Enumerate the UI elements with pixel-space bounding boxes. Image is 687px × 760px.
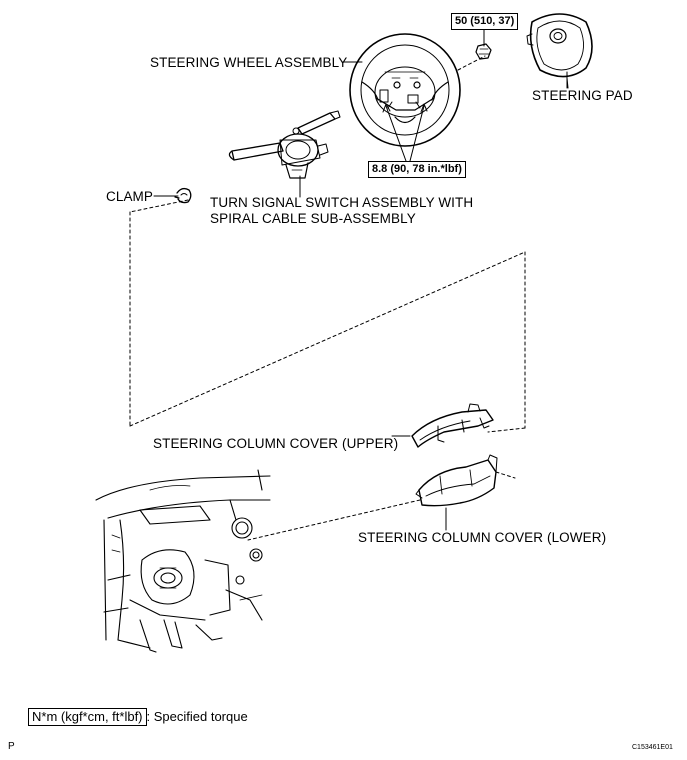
turn-signal-switch-illustration bbox=[228, 110, 341, 179]
legend-unit-box: N*m (kgf*cm, ft*lbf) bbox=[28, 708, 147, 726]
torque-spec-wheel-nut: 50 (510, 37) bbox=[451, 13, 519, 30]
label-column-cover-upper: STEERING COLUMN COVER (UPPER) bbox=[153, 436, 399, 451]
label-column-cover-lower: STEERING COLUMN COVER (LOWER) bbox=[358, 530, 607, 545]
label-clamp: CLAMP bbox=[106, 189, 154, 204]
installation-guide-lines bbox=[129, 55, 526, 541]
page-mark: P bbox=[8, 741, 15, 752]
dashboard-illustration bbox=[95, 469, 271, 653]
steering-wheel-illustration bbox=[349, 33, 461, 147]
torque-spec-screws: 8.8 (90, 78 in.*lbf) bbox=[368, 161, 466, 178]
wheel-nut-illustration bbox=[475, 43, 492, 60]
column-cover-lower-illustration bbox=[415, 454, 498, 507]
label-steering-pad: STEERING PAD bbox=[532, 88, 633, 103]
steering-pad-illustration bbox=[526, 13, 593, 89]
clamp-illustration bbox=[174, 187, 192, 204]
label-turn-signal-switch-line1: TURN SIGNAL SWITCH ASSEMBLY WITH bbox=[210, 195, 474, 210]
column-cover-upper-illustration bbox=[411, 403, 494, 448]
label-steering-wheel-assembly: STEERING WHEEL ASSEMBLY bbox=[150, 55, 348, 70]
leader-lines bbox=[153, 29, 568, 531]
figure-code: C153461E01 bbox=[632, 744, 673, 751]
legend-description: : Specified torque bbox=[146, 709, 248, 724]
label-turn-signal-switch-line2: SPIRAL CABLE SUB-ASSEMBLY bbox=[210, 211, 416, 226]
torque-legend: N*m (kgf*cm, ft*lbf): Specified torque bbox=[28, 708, 248, 726]
